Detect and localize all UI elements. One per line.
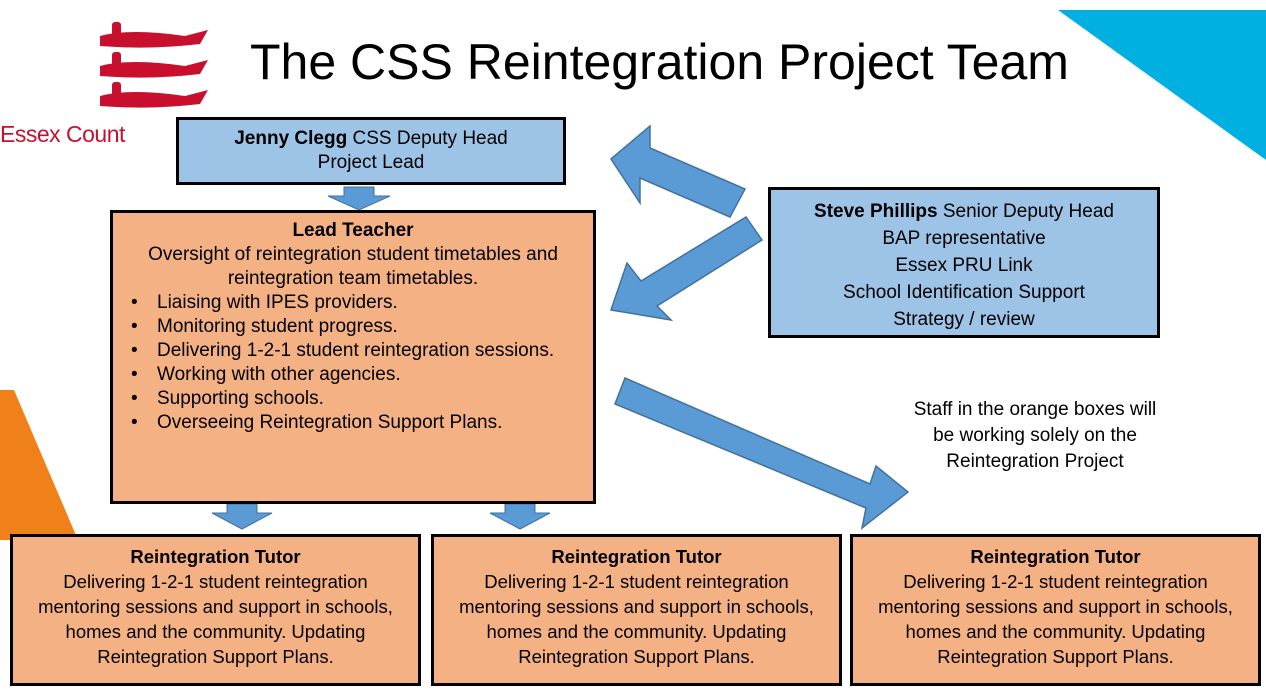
list-item: Liaising with IPES providers. [131,291,585,315]
list-item: Working with other agencies. [131,363,585,387]
arrow-to-lead-teacher [610,215,764,322]
list-item: Supporting schools. [131,387,585,411]
lead-teacher-summary: Oversight of reintegration student timet… [148,244,558,289]
arrow-to-project-lead [610,124,747,218]
essex-seaxes-icon [100,22,208,108]
down-arrow-teacher-to-tutor1 [211,503,273,530]
arrow-to-tutor3 [614,377,910,530]
orange-box-note: Staff in the orange boxes will be workin… [913,399,1157,472]
project-lead-role: CSS Deputy Head [352,128,508,149]
list-item: Monitoring student progress. [131,315,585,339]
senior-deputy-line1: Steve Phillips Senior Deputy Head [771,198,1157,225]
list-item: Overseeing Reintegration Support Plans. [131,411,585,435]
tutor-box-1: Reintegration Tutor Delivering 1-2-1 stu… [10,534,421,686]
senior-deputy-name: Steve Phillips [814,201,938,222]
project-lead-line2: Project Lead [317,152,425,173]
list-item: Delivering 1-2-1 student reintegration s… [131,339,585,363]
project-lead-name: Jenny Clegg [234,128,348,149]
tutor-heading: Reintegration Tutor [130,546,301,567]
essex-logo [90,14,210,118]
tutor-box-2: Reintegration Tutor Delivering 1-2-1 stu… [431,534,842,686]
senior-deputy-detail: Strategy / review [893,309,1035,330]
orange-corner-triangle [0,390,78,540]
tutor-heading: Reintegration Tutor [551,546,722,567]
senior-deputy-box: Steve Phillips Senior Deputy Head BAP re… [768,187,1160,338]
lead-teacher-box: Lead Teacher Oversight of reintegration … [110,210,596,504]
project-lead-box: Jenny Clegg CSS Deputy Head Project Lead [176,117,566,185]
page-title: The CSS Reintegration Project Team [250,34,1069,90]
cyan-corner-triangle [1058,10,1266,160]
logo-text: Essex Count [0,121,125,147]
tutor-body: Delivering 1-2-1 student reintegration m… [878,571,1233,667]
lead-teacher-heading: Lead Teacher [292,220,414,241]
down-arrow-lead-to-teacher [327,186,391,211]
tutor-body: Delivering 1-2-1 student reintegration m… [38,571,393,667]
tutor-body: Delivering 1-2-1 student reintegration m… [459,571,814,667]
down-arrow-teacher-to-tutor2 [489,503,551,530]
tutor-heading: Reintegration Tutor [970,546,1141,567]
senior-deputy-detail: BAP representative [882,228,1046,249]
senior-deputy-detail: Essex PRU Link [895,255,1033,276]
senior-deputy-role: Senior Deputy Head [942,201,1114,222]
tutor-box-3: Reintegration Tutor Delivering 1-2-1 stu… [850,534,1261,686]
lead-teacher-duties: Liaising with IPES providers. Monitoring… [121,291,585,435]
senior-deputy-detail: School Identification Support [843,282,1085,303]
project-lead-line1: Jenny Clegg CSS Deputy Head [179,127,563,151]
